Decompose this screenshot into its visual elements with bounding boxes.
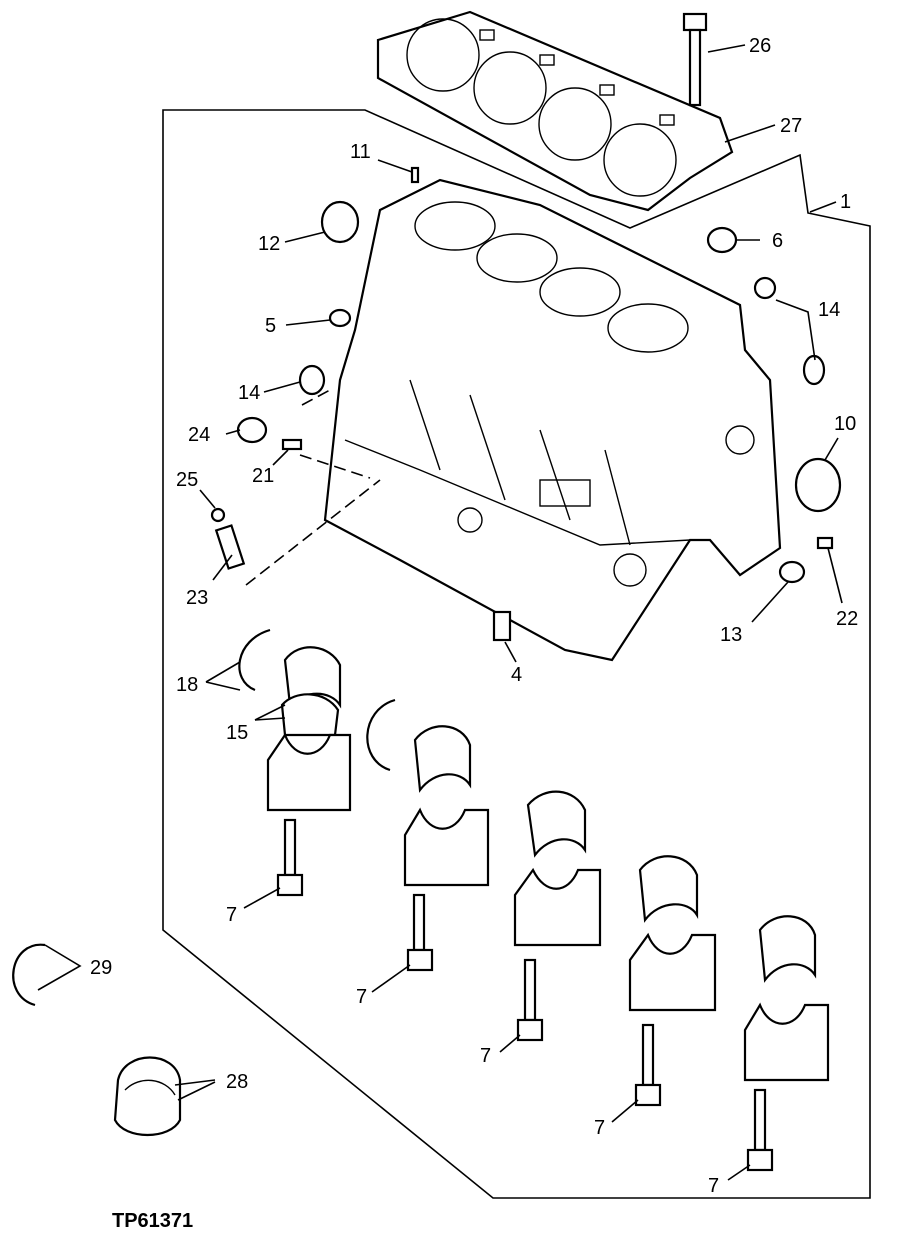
callout-5: 5 <box>265 315 277 337</box>
dowel-21 <box>281 438 303 451</box>
callout-10: 10 <box>834 413 857 435</box>
seal-14-right-top <box>753 276 777 300</box>
callout-4: 4 <box>511 664 523 686</box>
callout-29: 29 <box>90 957 113 979</box>
plug-4 <box>492 610 512 642</box>
head-gasket <box>376 10 734 212</box>
callout-7-e: 7 <box>708 1175 720 1197</box>
seal-14-right <box>802 354 826 386</box>
callout-22: 22 <box>836 608 859 630</box>
main-bearing-4 <box>628 855 717 1107</box>
callout-21: 21 <box>252 465 275 487</box>
plug-6 <box>706 226 738 254</box>
callout-28: 28 <box>226 1071 249 1093</box>
callout-14-left: 14 <box>238 382 261 404</box>
plug-12 <box>320 200 360 244</box>
seal-14-left <box>298 364 326 396</box>
head-bolt <box>682 12 708 107</box>
thrust-washer-18a <box>238 628 271 692</box>
assembly-boundary <box>162 109 871 1199</box>
callout-18: 18 <box>176 674 199 696</box>
main-bearing-3 <box>513 790 602 1042</box>
cylinder-block <box>323 178 782 662</box>
callout-7-c: 7 <box>480 1045 492 1067</box>
plug-5 <box>328 308 352 328</box>
callout-13: 13 <box>720 624 743 646</box>
callout-7-b: 7 <box>356 986 368 1008</box>
plug-11 <box>410 166 420 184</box>
bearing-28 <box>113 1056 182 1137</box>
callout-27: 27 <box>780 115 803 137</box>
main-bearing-2 <box>403 725 490 972</box>
plug-13 <box>778 560 806 584</box>
bushing-10 <box>794 457 842 513</box>
main-bearing-5 <box>743 915 830 1172</box>
callout-12: 12 <box>258 233 281 255</box>
callout-7-d: 7 <box>594 1117 606 1139</box>
fitting-23 <box>214 524 246 570</box>
callout-25: 25 <box>176 469 199 491</box>
callout-26: 26 <box>749 35 772 57</box>
main-cap-1 <box>266 732 352 897</box>
pin-22 <box>816 536 834 550</box>
callout-15: 15 <box>226 722 249 744</box>
callout-1: 1 <box>840 191 852 213</box>
callout-7-a: 7 <box>226 904 238 926</box>
callout-11: 11 <box>350 141 371 163</box>
plug-24 <box>236 416 268 444</box>
o-ring-25 <box>210 507 226 523</box>
thrust-washer-18b <box>366 698 396 772</box>
figure-reference-id: TP61371 <box>112 1210 194 1232</box>
callout-14-right: 14 <box>818 299 841 321</box>
main-bearing-15 <box>280 646 342 737</box>
callout-24: 24 <box>188 424 211 446</box>
callout-6: 6 <box>772 230 784 252</box>
thrust-washer-29 <box>12 943 46 1007</box>
callout-23: 23 <box>186 587 209 609</box>
